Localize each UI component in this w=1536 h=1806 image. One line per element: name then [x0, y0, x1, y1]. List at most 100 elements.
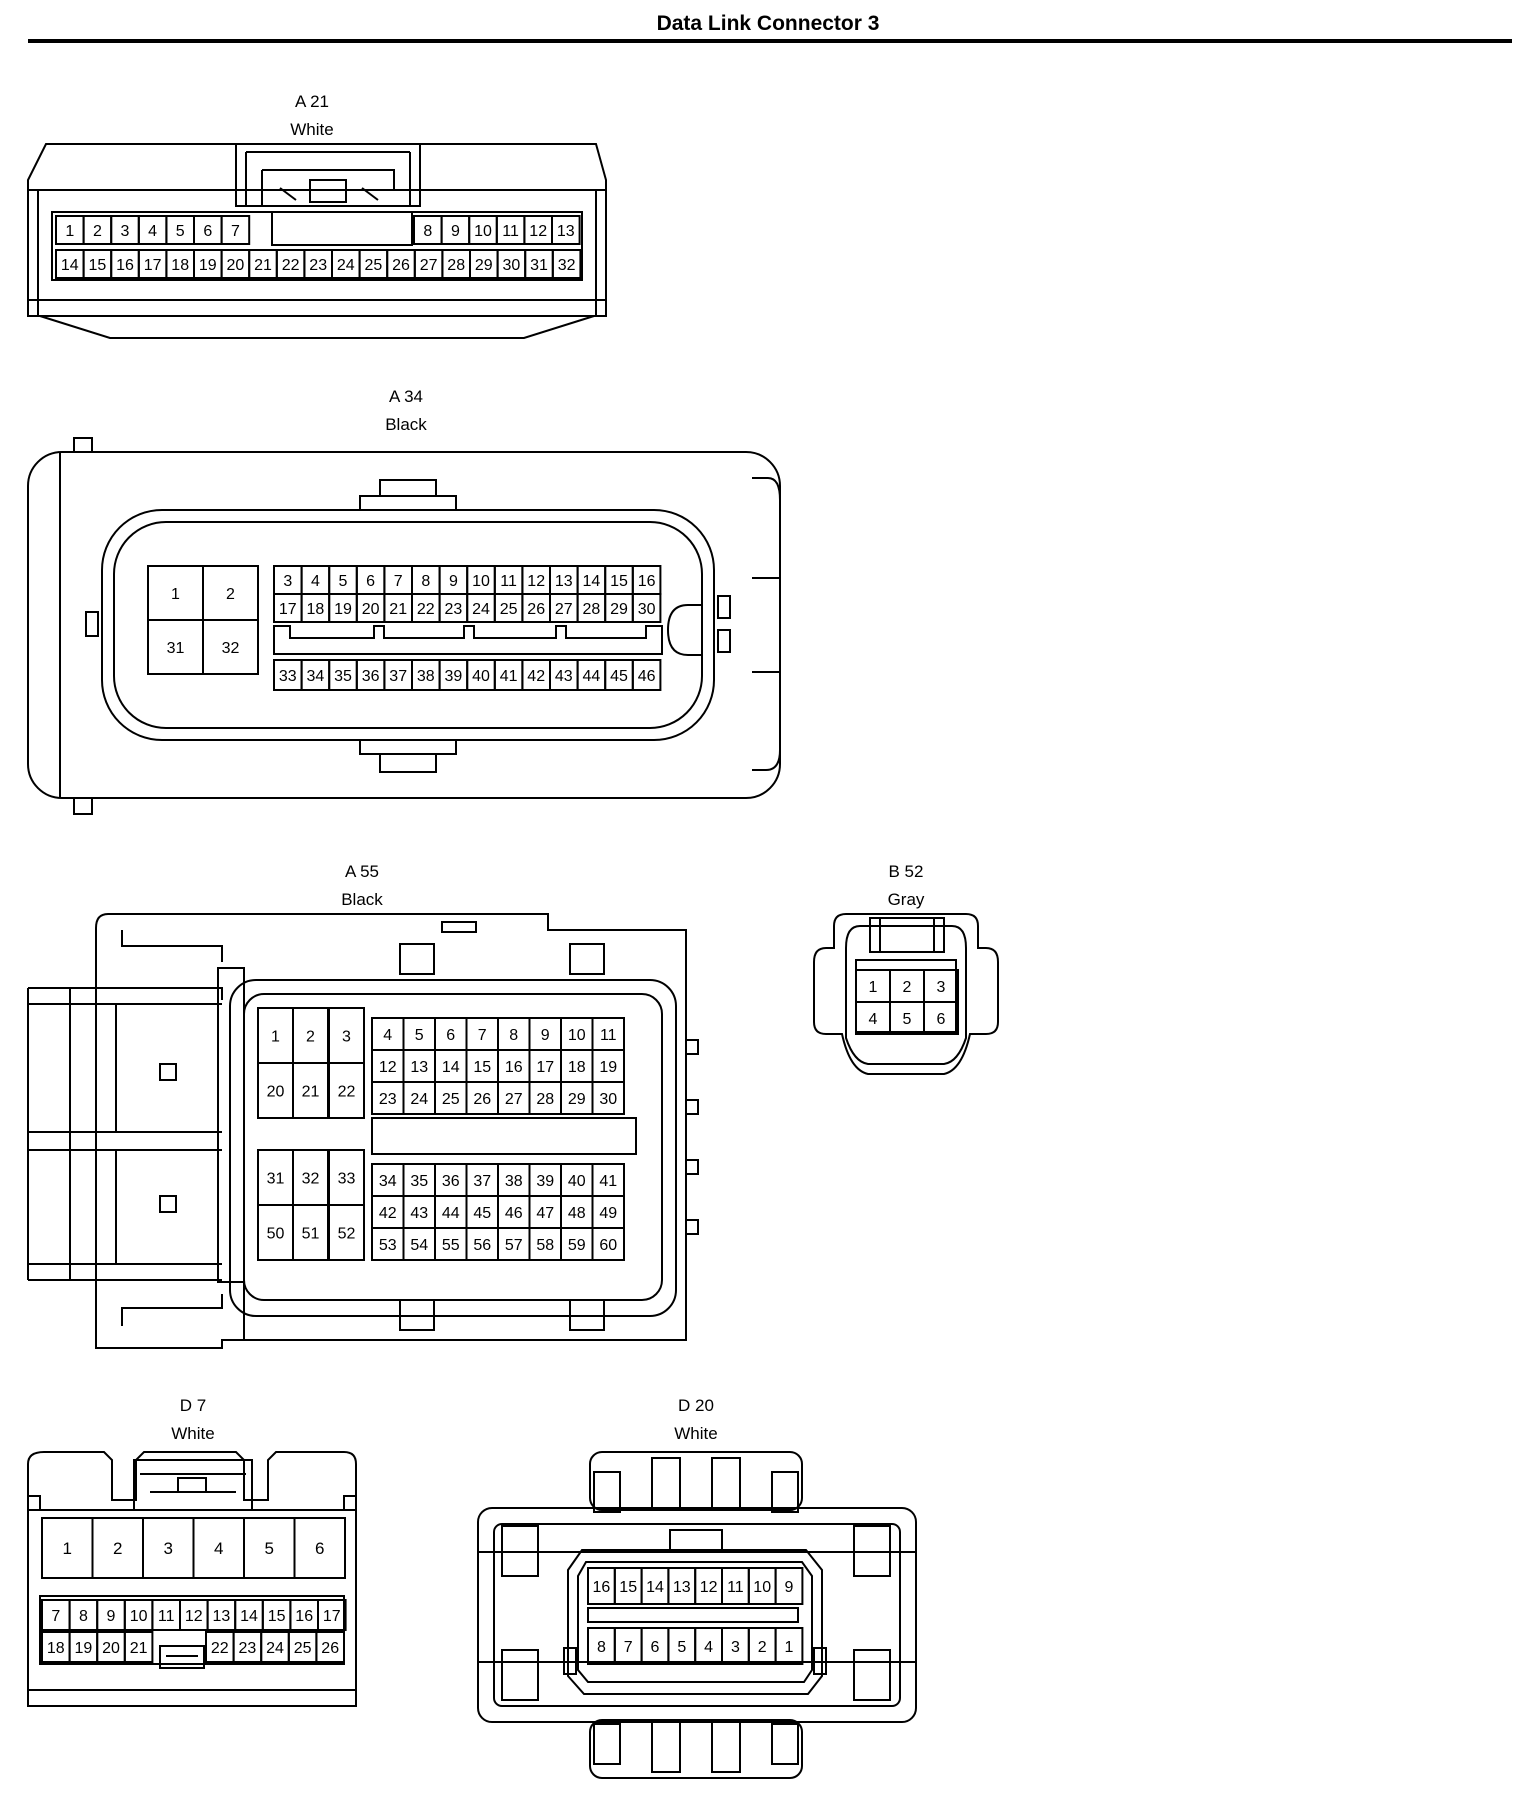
pin-number: 19	[334, 601, 352, 618]
pin-number: 29	[568, 1091, 586, 1108]
pin-number: 32	[222, 640, 240, 657]
connector-d7-label: D 7 White	[143, 1392, 243, 1448]
connector-a21-id: A 21	[294, 92, 330, 111]
connector-d20-id: D 20	[678, 1396, 714, 1415]
pin-number: 24	[337, 257, 355, 274]
pin-number: 40	[568, 1173, 586, 1190]
pin-number: 3	[164, 1539, 173, 1558]
pin-number: 31	[167, 640, 185, 657]
pin-number: 26	[527, 601, 545, 618]
pin-number: 9	[541, 1027, 550, 1044]
pin-cell	[328, 1204, 365, 1261]
pin-number: 2	[93, 223, 102, 240]
pin-number: 28	[536, 1091, 554, 1108]
pin-number: 1	[171, 586, 180, 603]
connector-a21-color: White	[290, 120, 334, 139]
pin-number: 2	[226, 586, 235, 603]
pin-number: 12	[527, 573, 545, 590]
pin-cell	[328, 1062, 365, 1119]
connector-b52-id: B 52	[888, 862, 924, 881]
pin-number: 1	[65, 223, 74, 240]
pin-number: 6	[446, 1027, 455, 1044]
pin-number: 7	[478, 1027, 487, 1044]
pin-number: 41	[599, 1173, 617, 1190]
pin-number: 25	[442, 1091, 460, 1108]
pin-number: 19	[199, 257, 217, 274]
pin-number: 42	[379, 1205, 397, 1222]
pin-number: 14	[583, 573, 601, 590]
pin-number: 48	[568, 1205, 586, 1222]
pin-number: 20	[362, 601, 380, 618]
pin-number: 31	[530, 257, 548, 274]
pin-number: 6	[651, 1639, 660, 1656]
pin-number: 44	[442, 1205, 460, 1222]
pin-number: 6	[937, 1011, 946, 1028]
pin-number: 26	[321, 1640, 339, 1657]
pin-number: 20	[267, 1084, 285, 1101]
pin-number: 33	[338, 1171, 356, 1188]
pin-number: 35	[334, 668, 352, 685]
pin-number: 4	[704, 1639, 713, 1656]
pin-number: 3	[342, 1029, 351, 1046]
pin-number: 11	[500, 573, 517, 590]
connector-a34-color: Black	[385, 415, 427, 434]
pin-number: 23	[239, 1640, 257, 1657]
pin-number: 21	[254, 257, 272, 274]
connector-b52-color: Gray	[887, 890, 925, 909]
pin-number: 20	[102, 1640, 120, 1657]
pin-number: 1	[785, 1639, 794, 1656]
pin-number: 18	[47, 1640, 65, 1657]
connector-a55-housing	[27, 913, 699, 1349]
pin-number: 21	[130, 1640, 148, 1657]
pin-number: 34	[307, 668, 325, 685]
connector-a34-id: A 34	[388, 387, 424, 406]
pin-number: 22	[417, 601, 435, 618]
pin-number: 5	[265, 1539, 274, 1558]
pin-number: 59	[568, 1237, 586, 1254]
title-rule	[28, 39, 1512, 43]
pin-number: 9	[107, 1608, 116, 1625]
pin-number: 5	[176, 223, 185, 240]
pin-number: 18	[171, 257, 189, 274]
pin-number: 13	[410, 1059, 428, 1076]
pin-number: 26	[473, 1091, 491, 1108]
pin-number: 14	[61, 257, 79, 274]
pin-number: 25	[294, 1640, 312, 1657]
pin-number: 12	[379, 1059, 397, 1076]
pin-cell	[317, 1599, 347, 1631]
pin-number: 29	[475, 257, 493, 274]
pin-number: 7	[51, 1608, 60, 1625]
pin-cell	[631, 659, 662, 691]
pin-number: 32	[302, 1171, 320, 1188]
pin-number: 4	[383, 1027, 392, 1044]
pin-number: 20	[227, 257, 245, 274]
pin-number: 16	[295, 1608, 313, 1625]
pin-number: 19	[75, 1640, 93, 1657]
connector-d20-color: White	[674, 1424, 718, 1443]
pin-number: 9	[451, 223, 460, 240]
pin-number: 23	[445, 601, 463, 618]
pin-number: 40	[472, 668, 490, 685]
page-title: Data Link Connector 3	[656, 12, 880, 35]
pin-number: 38	[417, 668, 435, 685]
pin-number: 24	[266, 1640, 284, 1657]
pin-cell	[923, 1001, 959, 1035]
pin-number: 17	[279, 601, 297, 618]
pin-number: 3	[121, 223, 130, 240]
pin-number: 45	[473, 1205, 491, 1222]
pin-number: 13	[555, 573, 573, 590]
pin-number: 30	[503, 257, 521, 274]
pin-number: 11	[502, 223, 519, 240]
connector-a55-id: A 55	[344, 862, 380, 881]
pin-number: 33	[279, 668, 297, 685]
pin-number: 29	[610, 601, 628, 618]
connector-b52-label: B 52 Gray	[856, 858, 956, 914]
pin-number: 47	[536, 1205, 554, 1222]
connector-d7-color: White	[171, 1424, 215, 1443]
pin-number: 60	[599, 1237, 617, 1254]
pin-number: 18	[307, 601, 325, 618]
pin-number: 43	[410, 1205, 428, 1222]
